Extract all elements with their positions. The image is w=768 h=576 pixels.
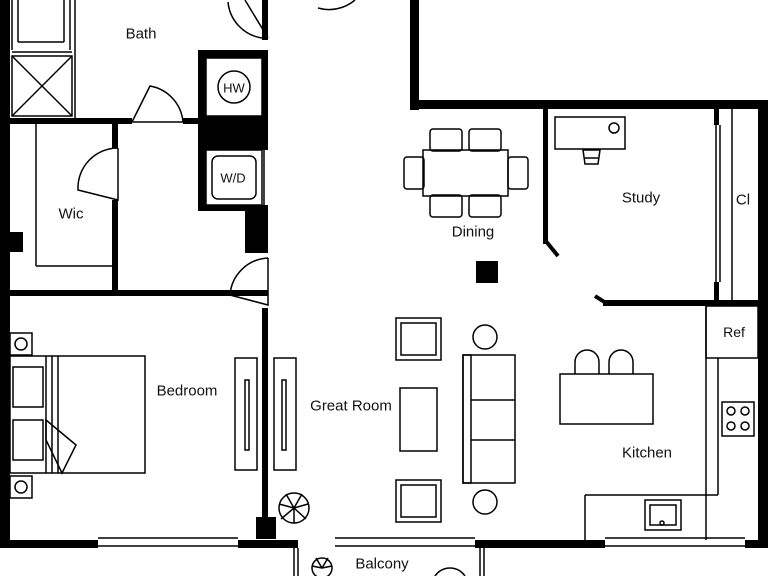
column-dining (476, 261, 498, 283)
core-upper-2 (262, 60, 268, 118)
wall-bottom-bedroom (0, 540, 98, 548)
wall-wic-bottom (10, 290, 118, 296)
wall-bedroom-right (262, 308, 268, 518)
wall-notch-horizontal (410, 100, 768, 109)
core-hw-wd-2 (198, 122, 268, 150)
room-label-great-room: Great Room (310, 397, 392, 415)
wall-bottom-mid (475, 540, 605, 548)
walls (0, 0, 768, 548)
wall-study-closet-2 (714, 282, 719, 304)
fixture-label-refrigerator: Ref (723, 324, 745, 340)
fixture-label-water-heater: HW (223, 80, 245, 96)
room-label-wic: Wic (58, 205, 84, 223)
room-label-kitchen: Kitchen (621, 444, 673, 462)
wall-bottom-bedroom-2 (238, 540, 298, 548)
room-label-bedroom: Bedroom (156, 382, 218, 400)
core-wd-right (245, 205, 268, 253)
wall-wic-right (112, 124, 118, 148)
wall-wic-right-2 (112, 200, 118, 292)
wall-bedroom-top (118, 290, 268, 296)
wall-left-jog (10, 232, 23, 252)
room-label-closet: Cl (735, 191, 751, 209)
column-bottom (256, 517, 276, 539)
thin-lines (9, 0, 759, 576)
wall-bath-bottom (10, 118, 132, 124)
wall-study-left (543, 109, 548, 244)
room-label-bath: Bath (125, 25, 157, 43)
core-hw-wd-3 (198, 150, 206, 210)
room-label-balcony: Balcony (355, 555, 409, 573)
room-label-study: Study (621, 189, 661, 207)
core-upper (262, 0, 268, 40)
wall-left-exterior (0, 0, 10, 546)
room-label-dining: Dining (451, 223, 495, 241)
wall-notch-vertical (410, 0, 419, 110)
wall-right-exterior (758, 100, 768, 548)
wall-study-closet (714, 109, 719, 125)
wall-study-bottom (603, 300, 758, 306)
core-hw-wd-4 (198, 205, 268, 211)
fixture-label-washer-dryer: W/D (220, 170, 246, 186)
wall-bottom-right (745, 540, 768, 548)
